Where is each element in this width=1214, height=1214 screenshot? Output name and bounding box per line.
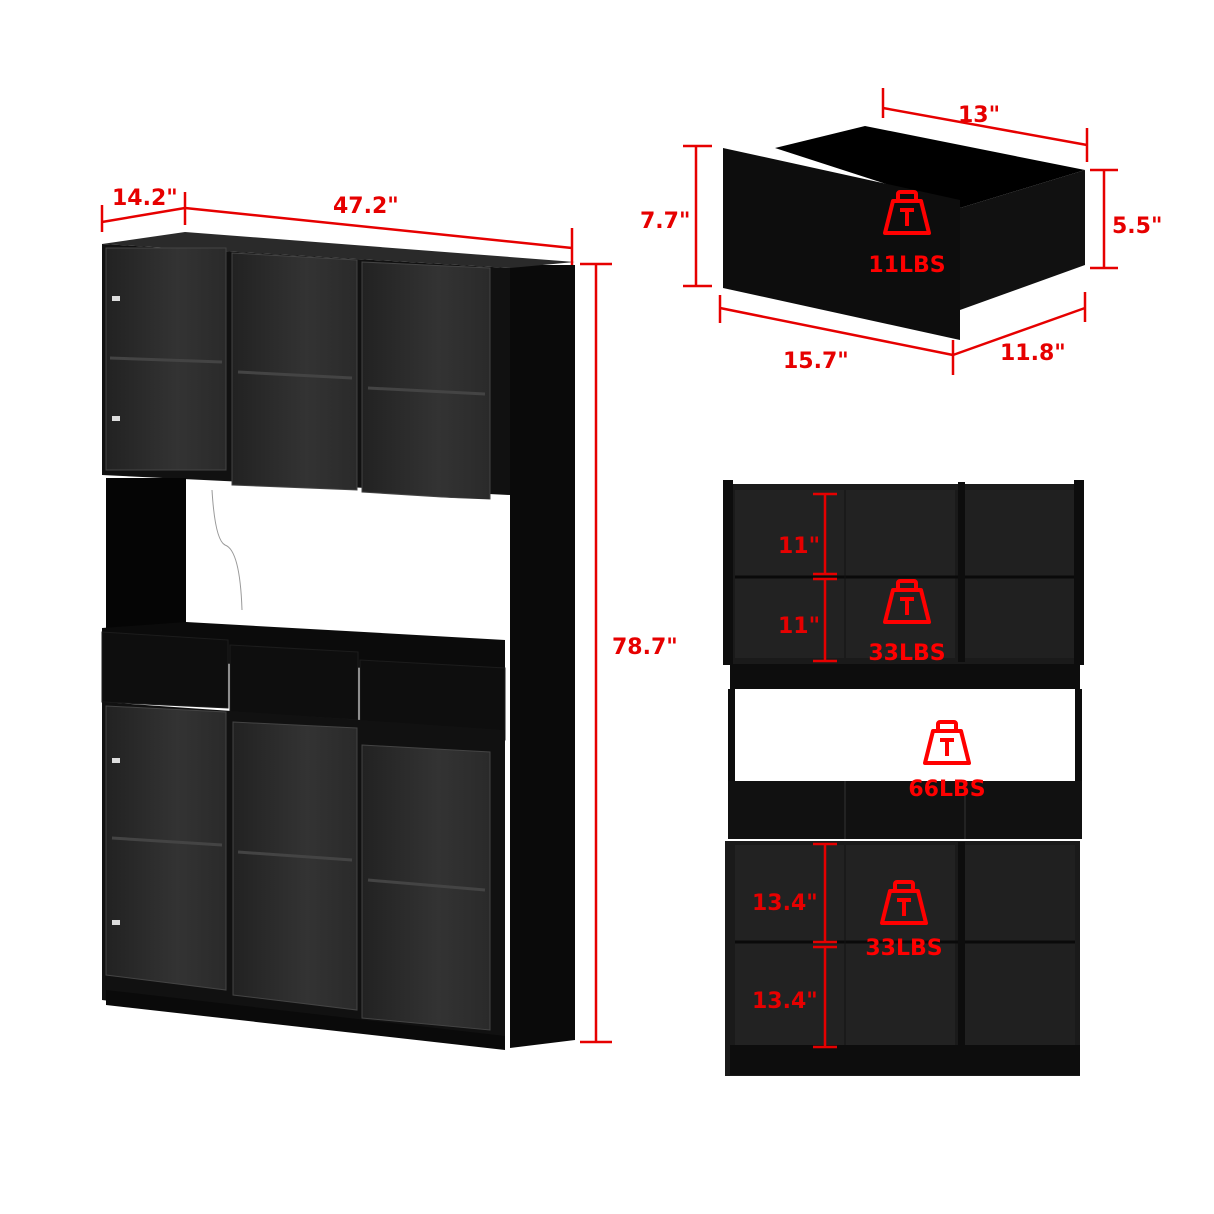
front-view-illustration — [723, 480, 1084, 1076]
drawer-dimensions — [683, 88, 1118, 375]
lower-weight-label: 33LBS — [865, 936, 942, 961]
lower-shelf-2-label: 13.4" — [752, 989, 818, 1014]
upper-shelf-1-label: 11" — [778, 534, 820, 559]
main-cabinet-illustration — [101, 232, 575, 1050]
drawer-illustration — [723, 126, 1085, 340]
drawer-side-height-label: 5.5" — [1112, 214, 1162, 239]
drawer-back-width-label: 13" — [958, 103, 1000, 128]
upper-shelf-2-label: 11" — [778, 614, 820, 639]
upper-weight-label: 33LBS — [868, 641, 945, 666]
width-label: 47.2" — [333, 194, 399, 219]
height-label: 78.7" — [612, 635, 678, 660]
drawer-front-width-label: 15.7" — [783, 349, 849, 374]
drawer-weight-label: 11LBS — [868, 253, 945, 278]
drawer-depth-label: 11.8" — [1000, 341, 1066, 366]
drawer-front-height-label: 7.7" — [640, 209, 690, 234]
middle-weight-label: 66LBS — [908, 777, 985, 802]
main-cabinet-dimensions — [100, 192, 612, 1044]
depth-label: 14.2" — [112, 186, 178, 211]
front-view-dimensions — [813, 492, 837, 1049]
lower-shelf-1-label: 13.4" — [752, 891, 818, 916]
